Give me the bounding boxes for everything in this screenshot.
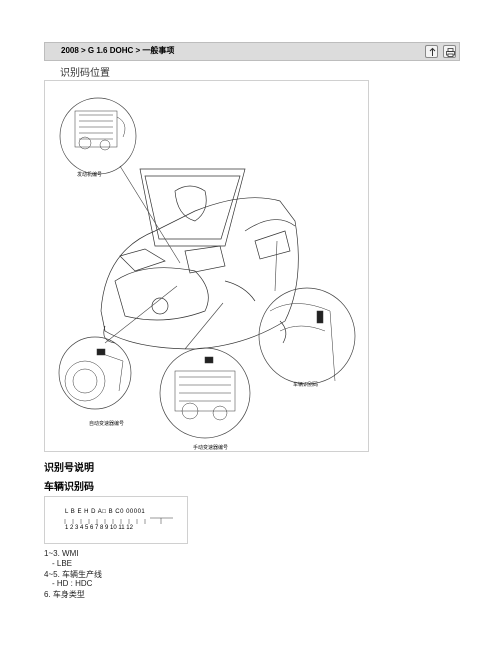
desc-wmi: 1~3. WMI: [44, 549, 79, 558]
breadcrumb: 2008 > G 1.6 DOHC > 一般事项: [61, 46, 175, 55]
vin-position-numbers: 1 2 3 4 5 6 7 8 9 10 11 12: [65, 525, 133, 531]
arrow-up-icon: [429, 47, 436, 56]
desc-body-type: 6. 车身类型: [44, 590, 85, 599]
vin-heading: 车辆识别码: [44, 482, 94, 493]
vehicle-id-location-figure: 发动机编号: [44, 80, 369, 452]
manual-transmission-label: 手动变速器编号: [193, 444, 228, 451]
desc-wmi-value: - LBE: [52, 559, 73, 568]
vin-diagram: L B E H D A□ B C0 00001 1 2 3 4 5 6 7 8 …: [44, 496, 188, 544]
printer-icon: [446, 48, 455, 57]
vehicle-illustration: 发动机编号: [58, 97, 356, 451]
print-button[interactable]: [443, 45, 456, 58]
vin-position-ticks: [64, 517, 173, 524]
engine-number-label: 发动机编号: [77, 171, 102, 178]
desc-production-line-value: - HD : HDC: [52, 579, 93, 588]
breadcrumb-bar: 2008 > G 1.6 DOHC > 一般事项: [44, 42, 460, 61]
go-up-button[interactable]: [425, 45, 438, 58]
section-title: 识别码位置: [60, 68, 110, 79]
vin-label: 车辆识别码: [293, 381, 318, 388]
id-explanation-heading: 识别号说明: [44, 463, 94, 474]
vin-characters: L B E H D A□ B C0 00001: [65, 509, 146, 515]
desc-production-line: 4~5. 车辆生产线: [44, 570, 103, 579]
auto-transmission-label: 自动变速器编号: [89, 420, 124, 427]
